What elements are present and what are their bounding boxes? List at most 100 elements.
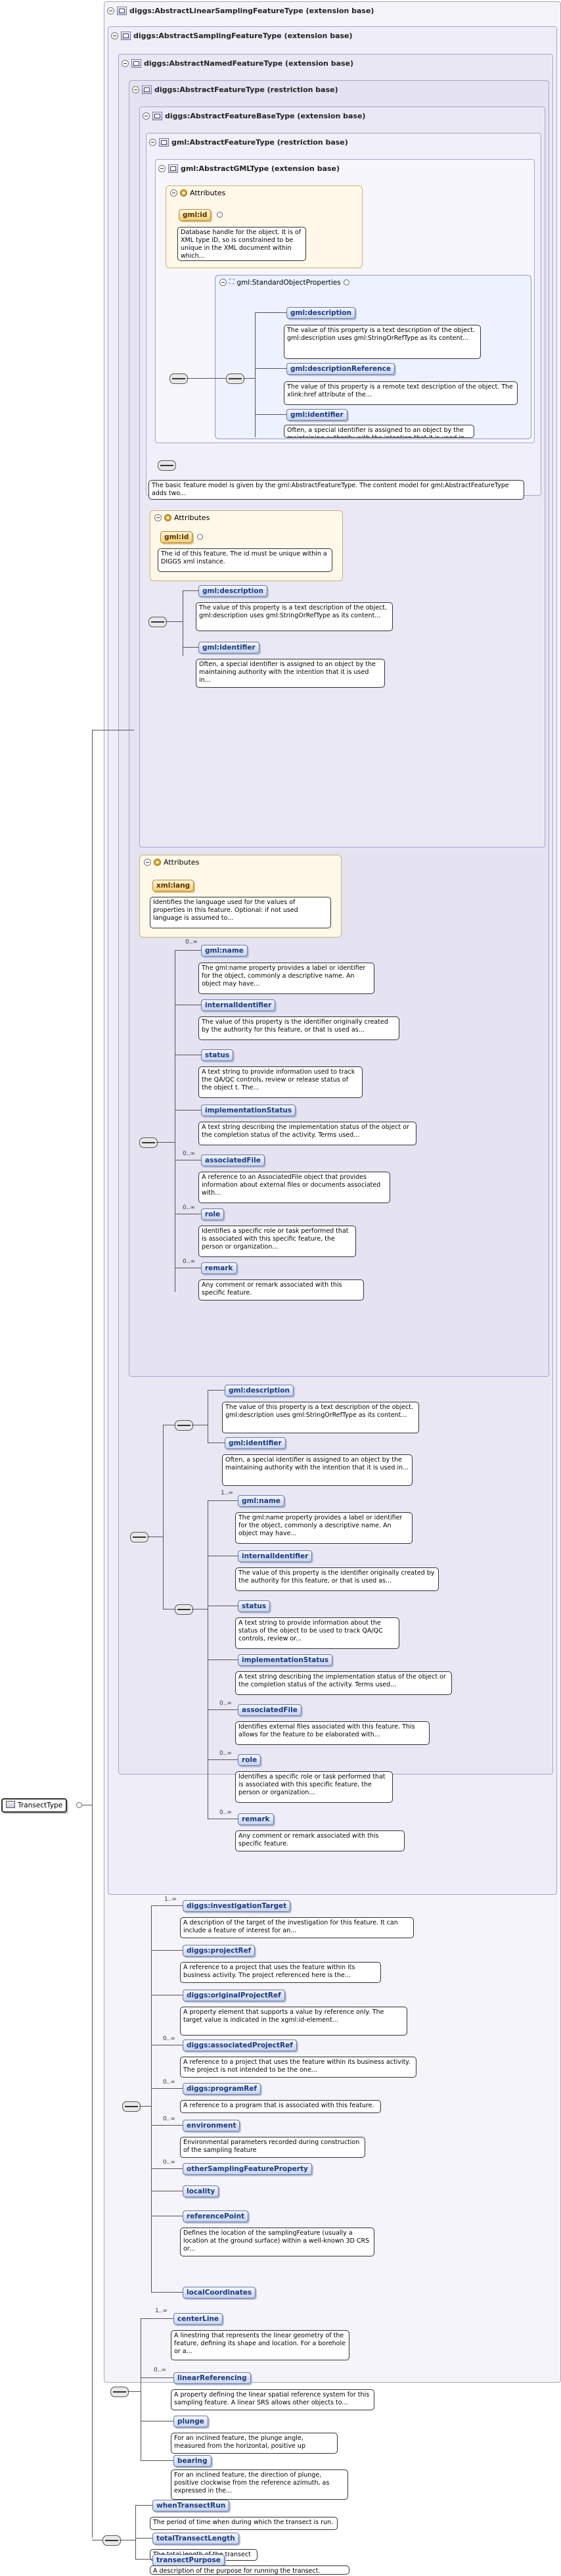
- named-name-desc: The gml:name property provides a label o…: [198, 963, 374, 994]
- named2-description-element[interactable]: gml:description: [225, 1385, 294, 1396]
- collapse-icon[interactable]: [219, 279, 227, 286]
- collapse-icon[interactable]: [170, 189, 177, 197]
- plunge-element[interactable]: plunge: [173, 2416, 208, 2427]
- expand-icon[interactable]: [197, 534, 203, 540]
- original-project-ref-desc: A property element that supports a value…: [180, 2007, 407, 2036]
- expand-icon[interactable]: [76, 1802, 82, 1808]
- project-ref-desc: A reference to a project that uses the f…: [180, 1962, 381, 1983]
- attributes-icon: [180, 189, 187, 197]
- transect-purpose-element[interactable]: transectPurpose: [152, 2554, 225, 2566]
- ext-label: diggs:AbstractFeatureType (restriction b…: [154, 85, 338, 94]
- ext-label: diggs:AbstractNamedFeatureType (extensio…: [144, 59, 354, 68]
- collapse-icon[interactable]: [107, 7, 114, 14]
- collapse-icon[interactable]: [144, 859, 151, 866]
- original-project-ref-element[interactable]: diggs:originalProjectRef: [183, 1990, 285, 2001]
- collapse-icon[interactable]: [143, 112, 150, 120]
- named-status-desc: A text string to provide information use…: [198, 1066, 363, 1098]
- sequence-icon: [169, 373, 188, 384]
- complex-type-icon: [168, 164, 178, 173]
- named2-internal-identifier-desc: The value of this property is the identi…: [235, 1567, 439, 1591]
- named2-name-desc: The gml:name property provides a label o…: [235, 1512, 413, 1544]
- named2-implementation-status-element[interactable]: implementationStatus: [238, 1654, 333, 1666]
- other-sampling-feature-property-element[interactable]: otherSamplingFeatureProperty: [183, 2163, 312, 2175]
- plunge-desc: For an inclined feature, the plunge angl…: [171, 2433, 338, 2454]
- gml-id-attribute[interactable]: gml:id: [179, 209, 212, 221]
- attributes-icon: [154, 859, 161, 866]
- collapse-icon[interactable]: [154, 514, 162, 521]
- sequence-icon: [148, 617, 167, 627]
- named-internal-identifier-element[interactable]: internalIdentifier: [201, 999, 276, 1011]
- diggs-base-identifier-element[interactable]: gml:identifier: [198, 642, 259, 654]
- named-associated-file-element[interactable]: associatedFile: [201, 1155, 265, 1166]
- gml-identifier-desc: Often, a special identifier is assigned …: [284, 425, 474, 438]
- gml-identifier-element[interactable]: gml:identifier: [286, 409, 348, 421]
- when-transect-run-element[interactable]: whenTransectRun: [152, 2500, 230, 2512]
- sequence-icon: [175, 1604, 193, 1615]
- named-implementation-status-element[interactable]: implementationStatus: [201, 1105, 296, 1116]
- diggs-base-description-element[interactable]: gml:description: [198, 585, 267, 597]
- multiplicity: 1..∞: [155, 2308, 168, 2314]
- expand-icon[interactable]: [343, 279, 349, 285]
- named2-role-desc: Identifies a specific role or task perfo…: [235, 1771, 393, 1803]
- named2-status-element[interactable]: status: [238, 1600, 271, 1612]
- gml-description-desc: The value of this property is a text des…: [284, 325, 481, 359]
- collapse-icon[interactable]: [132, 85, 139, 93]
- program-ref-element[interactable]: diggs:programRef: [183, 2083, 261, 2095]
- multiplicity: 0..∞: [163, 2116, 175, 2122]
- xml-lang-attribute[interactable]: xml:lang: [152, 880, 194, 892]
- gml-description-element[interactable]: gml:description: [286, 307, 355, 319]
- program-ref-desc: A reference to a program that is associa…: [180, 2100, 381, 2113]
- named2-identifier-element[interactable]: gml:identifier: [225, 1437, 286, 1449]
- group-icon: ⛶: [229, 278, 235, 286]
- ext-label: diggs:AbstractFeatureBaseType (extension…: [165, 111, 366, 120]
- multiplicity: 0..∞: [183, 1258, 195, 1265]
- diggs-base-identifier-desc: Often, a special identifier is assigned …: [196, 659, 385, 688]
- attributes-label: Attributes: [164, 858, 200, 867]
- reference-point-desc: Defines the location of the samplingFeat…: [180, 2228, 374, 2256]
- gml-description-reference-element[interactable]: gml:descriptionReference: [286, 363, 395, 375]
- named-status-element[interactable]: status: [201, 1049, 234, 1061]
- center-line-element[interactable]: centerLine: [173, 2313, 223, 2325]
- project-ref-element[interactable]: diggs:projectRef: [183, 1945, 256, 1957]
- collapse-icon[interactable]: [111, 32, 118, 39]
- expand-icon[interactable]: [217, 212, 223, 218]
- attributes-label: Attributes: [174, 513, 210, 522]
- group-label: gml:StandardObjectProperties: [236, 278, 341, 287]
- collapse-icon[interactable]: [149, 138, 156, 146]
- reference-point-element[interactable]: referencePoint: [183, 2210, 249, 2222]
- named2-associated-file-element[interactable]: associatedFile: [238, 1704, 302, 1716]
- linear-referencing-element[interactable]: linearReferencing: [173, 2372, 251, 2384]
- named-role-desc: Identifies a specific role or task perfo…: [198, 1226, 356, 1257]
- type-icon: [6, 1801, 15, 1808]
- named-name-element[interactable]: gml:name: [201, 945, 248, 957]
- basic-feature-desc: The basic feature model is given by the …: [148, 480, 524, 500]
- total-transect-length-element[interactable]: totalTransectLength: [152, 2533, 239, 2544]
- ext-label: gml:AbstractFeatureType (restriction bas…: [171, 137, 348, 147]
- environment-element[interactable]: environment: [183, 2120, 240, 2132]
- diggs-base-id-attribute[interactable]: gml:id: [160, 531, 193, 543]
- diggs-base-id-desc: The id of this feature. The id must be u…: [158, 548, 332, 572]
- named2-internal-identifier-element[interactable]: internalIdentifier: [238, 1550, 313, 1562]
- named2-name-element[interactable]: gml:name: [238, 1495, 284, 1507]
- root-label: TransectType: [18, 1801, 63, 1809]
- named-role-element[interactable]: role: [201, 1208, 225, 1220]
- sequence-icon: [102, 2535, 121, 2546]
- multiplicity: 0..∞: [219, 1750, 232, 1757]
- collapse-icon[interactable]: [158, 164, 166, 172]
- named-remark-element[interactable]: remark: [201, 1262, 237, 1274]
- bearing-element[interactable]: bearing: [173, 2455, 212, 2467]
- locality-element[interactable]: locality: [183, 2185, 219, 2197]
- ext-label: diggs:AbstractLinearSamplingFeatureType …: [129, 6, 374, 15]
- named2-role-element[interactable]: role: [238, 1754, 261, 1766]
- collapse-icon[interactable]: [122, 59, 129, 67]
- sequence-icon: [139, 1137, 158, 1148]
- named-internal-identifier-desc: The value of this property is the identi…: [198, 1016, 399, 1040]
- named2-status-desc: A text string to provide information abo…: [235, 1617, 399, 1649]
- associated-project-ref-element[interactable]: diggs:associatedProjectRef: [183, 2039, 297, 2051]
- transect-type-root[interactable]: TransectType: [1, 1798, 68, 1813]
- attributes-label: Attributes: [190, 189, 226, 197]
- investigation-target-element[interactable]: diggs:investigationTarget: [183, 1900, 291, 1912]
- local-coordinates-element[interactable]: localCoordinates: [183, 2287, 256, 2299]
- named2-remark-element[interactable]: remark: [238, 1813, 274, 1825]
- sequence-icon: [130, 1532, 148, 1542]
